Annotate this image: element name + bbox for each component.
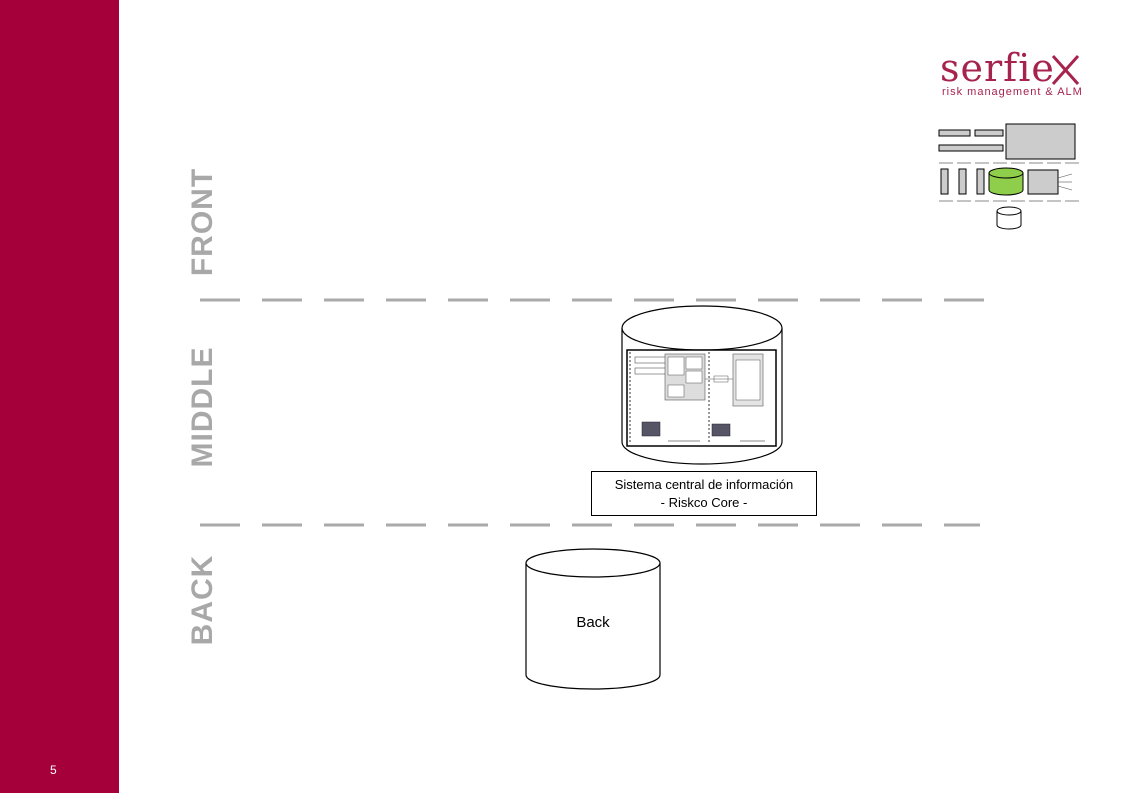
mini-core-cylinder-highlight	[988, 167, 1024, 196]
page-number: 5	[50, 763, 57, 777]
back-database-cylinder	[525, 548, 661, 690]
sidebar	[0, 0, 119, 793]
mini-back-cylinder	[996, 206, 1022, 230]
mini-architecture-map	[938, 123, 1080, 230]
core-system-title: Sistema central de información	[614, 477, 794, 492]
core-system-subtitle: - Riskco Core -	[660, 495, 748, 510]
logo-subtitle: risk management & ALM	[942, 86, 1083, 98]
logo-wordmark: serfie	[940, 46, 1055, 90]
core-schematic-image	[626, 349, 777, 447]
back-system-label: Back	[576, 614, 610, 631]
logo-x-mark	[1051, 55, 1080, 85]
core-system-label: Sistema central de información - Riskco …	[591, 471, 817, 516]
